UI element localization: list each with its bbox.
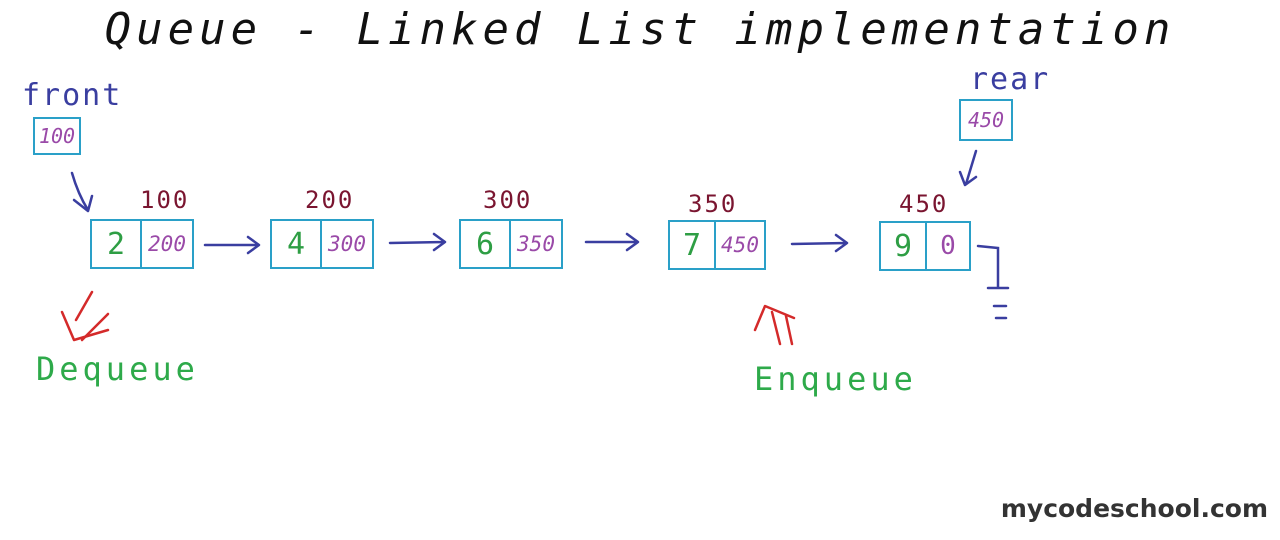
link-arrow-4 xyxy=(790,233,849,253)
link-arrow-1 xyxy=(203,235,261,255)
node-data: 6 xyxy=(461,221,511,267)
watermark: mycodeschool.com xyxy=(1000,494,1268,523)
dequeue-arrow xyxy=(60,290,110,342)
node-address-4: 350 xyxy=(688,190,738,218)
front-pointer-arrow xyxy=(70,171,94,213)
node-address-3: 300 xyxy=(483,186,533,214)
null-terminator xyxy=(976,244,1010,320)
node-data: 4 xyxy=(272,221,322,267)
node-address-2: 200 xyxy=(305,186,355,214)
node-data: 7 xyxy=(670,222,716,268)
list-node-2: 4 300 xyxy=(270,219,374,269)
front-label: front xyxy=(22,78,123,113)
node-next: 450 xyxy=(721,233,759,257)
rear-pointer-arrow xyxy=(958,149,978,187)
enqueue-arrow xyxy=(753,304,796,346)
link-arrow-2 xyxy=(388,232,447,252)
node-next: 350 xyxy=(517,232,555,256)
list-node-1: 2 200 xyxy=(90,219,194,269)
dequeue-label: Dequeue xyxy=(36,350,199,388)
rear-pointer-box: 450 xyxy=(959,99,1013,141)
link-arrow-3 xyxy=(584,232,640,252)
node-next: 300 xyxy=(328,232,366,256)
rear-pointer-value: 450 xyxy=(967,108,1005,132)
enqueue-label: Enqueue xyxy=(754,360,917,398)
front-pointer-value: 100 xyxy=(38,124,76,148)
rear-label: rear xyxy=(970,62,1051,97)
node-address-5: 450 xyxy=(899,190,949,218)
node-data: 9 xyxy=(881,223,927,269)
node-next: 0 xyxy=(940,231,956,261)
node-address-1: 100 xyxy=(140,186,190,214)
page-title: Queue - Linked List implementation xyxy=(104,4,1176,55)
node-data: 2 xyxy=(92,221,142,267)
front-pointer-box: 100 xyxy=(33,117,81,155)
list-node-5: 9 0 xyxy=(879,221,971,271)
list-node-4: 7 450 xyxy=(668,220,766,270)
node-next: 200 xyxy=(148,232,186,256)
list-node-3: 6 350 xyxy=(459,219,563,269)
